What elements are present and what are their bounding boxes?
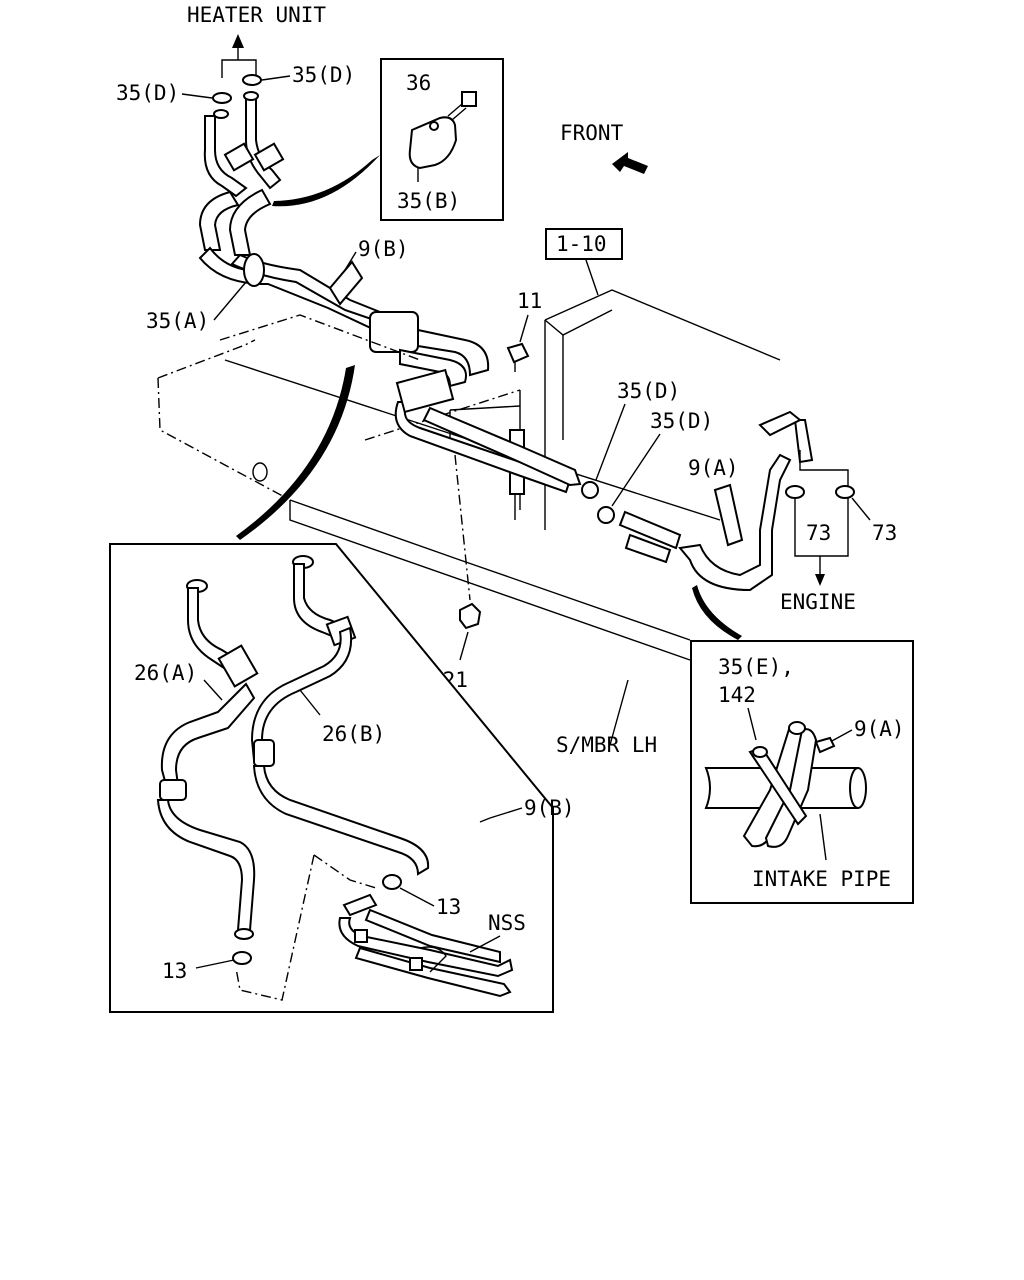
hose-clamp-73-right (835, 485, 855, 499)
callout-9b-top: 9(B) (358, 237, 409, 261)
inset-dash-lower (235, 854, 315, 1001)
ref-box-1-10 (545, 228, 623, 260)
callout-35a: 35(A) (146, 309, 209, 333)
callout-26b: 26(B) (322, 722, 385, 746)
hose-clamp-35d-mid1 (581, 481, 599, 499)
callout-35d-mid2: 35(D) (650, 409, 713, 433)
callout-35e: 35(E), (718, 655, 794, 679)
callout-35d-right: 35(D) (292, 63, 355, 87)
intake-pipe-label: INTAKE PIPE (752, 867, 891, 891)
hose-26a (156, 579, 259, 940)
heater-hose-mid-run (394, 368, 582, 494)
callout-11: 11 (517, 289, 542, 313)
bolt-11 (506, 342, 530, 372)
front-label: FRONT (560, 121, 624, 145)
s-mbr-leader (609, 679, 629, 746)
callout-36: 36 (406, 71, 431, 95)
leader-arc-top (272, 155, 380, 207)
nut-121 (459, 602, 482, 630)
leader-arc-left (236, 365, 355, 540)
hose-clamp-35d-mid2 (597, 506, 615, 524)
hose-clamp-35d-top-right (242, 74, 262, 86)
hose-26b (250, 555, 430, 876)
heater-hose-upper-pipes (198, 91, 285, 256)
clamp-35b (408, 116, 458, 170)
ref-1-10: 1-10 (556, 232, 607, 256)
engine-arrow (815, 556, 825, 586)
hose-clamp-35d-top-left (212, 92, 232, 104)
intake-pipe-leader (819, 813, 827, 861)
leader-arc-right (692, 585, 742, 640)
hose-tag-9b (328, 260, 364, 306)
callout-35d-left: 35(D) (116, 81, 179, 105)
hose-clamp-35e (752, 746, 768, 758)
callout-73-left: 73 (806, 521, 831, 545)
s-mbr-lh-label: S/MBR LH (556, 733, 657, 757)
callout-9a-mid: 9(A) (688, 456, 739, 480)
mount-dash-line (454, 454, 471, 601)
hose-clamp-13-left (232, 951, 252, 965)
inset-dash-upper (313, 854, 377, 889)
callout-26a: 26(A) (134, 661, 197, 685)
bolt-36 (447, 91, 477, 121)
hose-bundle-nss (338, 893, 514, 998)
callout-9a-inset: 9(A) (854, 717, 905, 741)
hose-clamp-13-right (382, 874, 402, 890)
engine-label: ENGINE (780, 590, 856, 614)
callout-142: 142 (718, 683, 756, 707)
callout-13-right: 13 (436, 895, 461, 919)
hose-clamp-35a (243, 253, 265, 287)
heater-hose-main-run (198, 246, 490, 388)
callout-35d-mid1: 35(D) (617, 379, 680, 403)
callout-35b: 35(B) (397, 189, 460, 213)
callout-73-right: 73 (872, 521, 897, 545)
hose-clamp-73-left (785, 485, 805, 499)
front-arrow-icon (612, 152, 648, 174)
engine-side-hoses (618, 410, 814, 592)
heater-unit-arrow (221, 34, 257, 78)
callout-13-left: 13 (162, 959, 187, 983)
callout-9b-inset: 9(B) (524, 796, 575, 820)
nss-label: NSS (488, 911, 526, 935)
heater-unit-label: HEATER UNIT (187, 3, 326, 27)
